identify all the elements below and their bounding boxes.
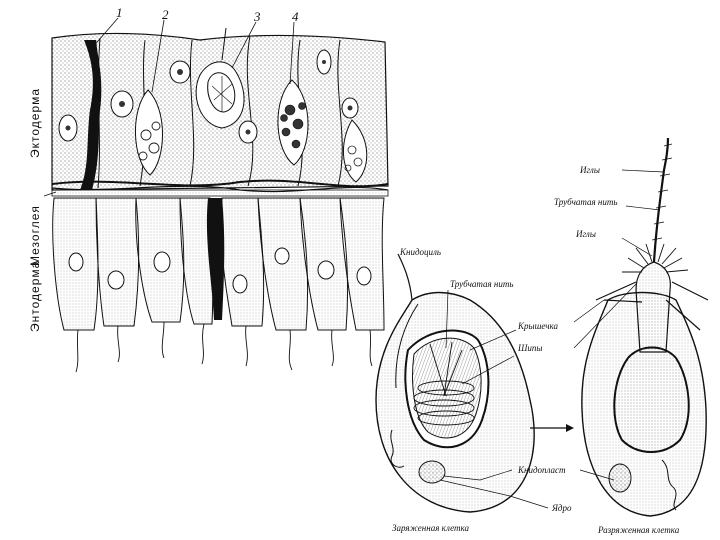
spines-label: Шипы [518, 344, 542, 353]
charged-caption: Заряженная клетка [392, 524, 469, 533]
cnidocil-label: Книдоциль [400, 248, 441, 257]
discharged-caption: Разряженная клетка [598, 526, 679, 535]
cnidoblast-label: Книдопласт [518, 466, 566, 475]
discharged-cnidocyte [582, 138, 708, 516]
nucleus-label: Ядро [552, 504, 571, 513]
mesoglea-band [52, 190, 388, 196]
tubular-thread-label: Трубчатая нить [450, 280, 513, 289]
label-number-4: 4 [292, 10, 299, 23]
transition-arrow [530, 424, 574, 432]
label-number-1: 1 [116, 6, 123, 19]
ectoderm-label: Эктодерма [28, 88, 42, 158]
charged-cnidocyte [376, 254, 534, 512]
label-number-3: 3 [254, 10, 261, 23]
ectoderm-layer [52, 28, 388, 192]
label-number-2: 2 [162, 8, 169, 21]
needles-top-label: Иглы [580, 166, 600, 175]
lid-label: Крышечка [518, 322, 558, 331]
discharged-thread-label: Трубчатая нить [554, 198, 617, 207]
entoderm-label: Энтодерма [28, 261, 42, 332]
needles-label: Иглы [576, 230, 596, 239]
mesoglea-label: Мезоглея [28, 205, 42, 266]
